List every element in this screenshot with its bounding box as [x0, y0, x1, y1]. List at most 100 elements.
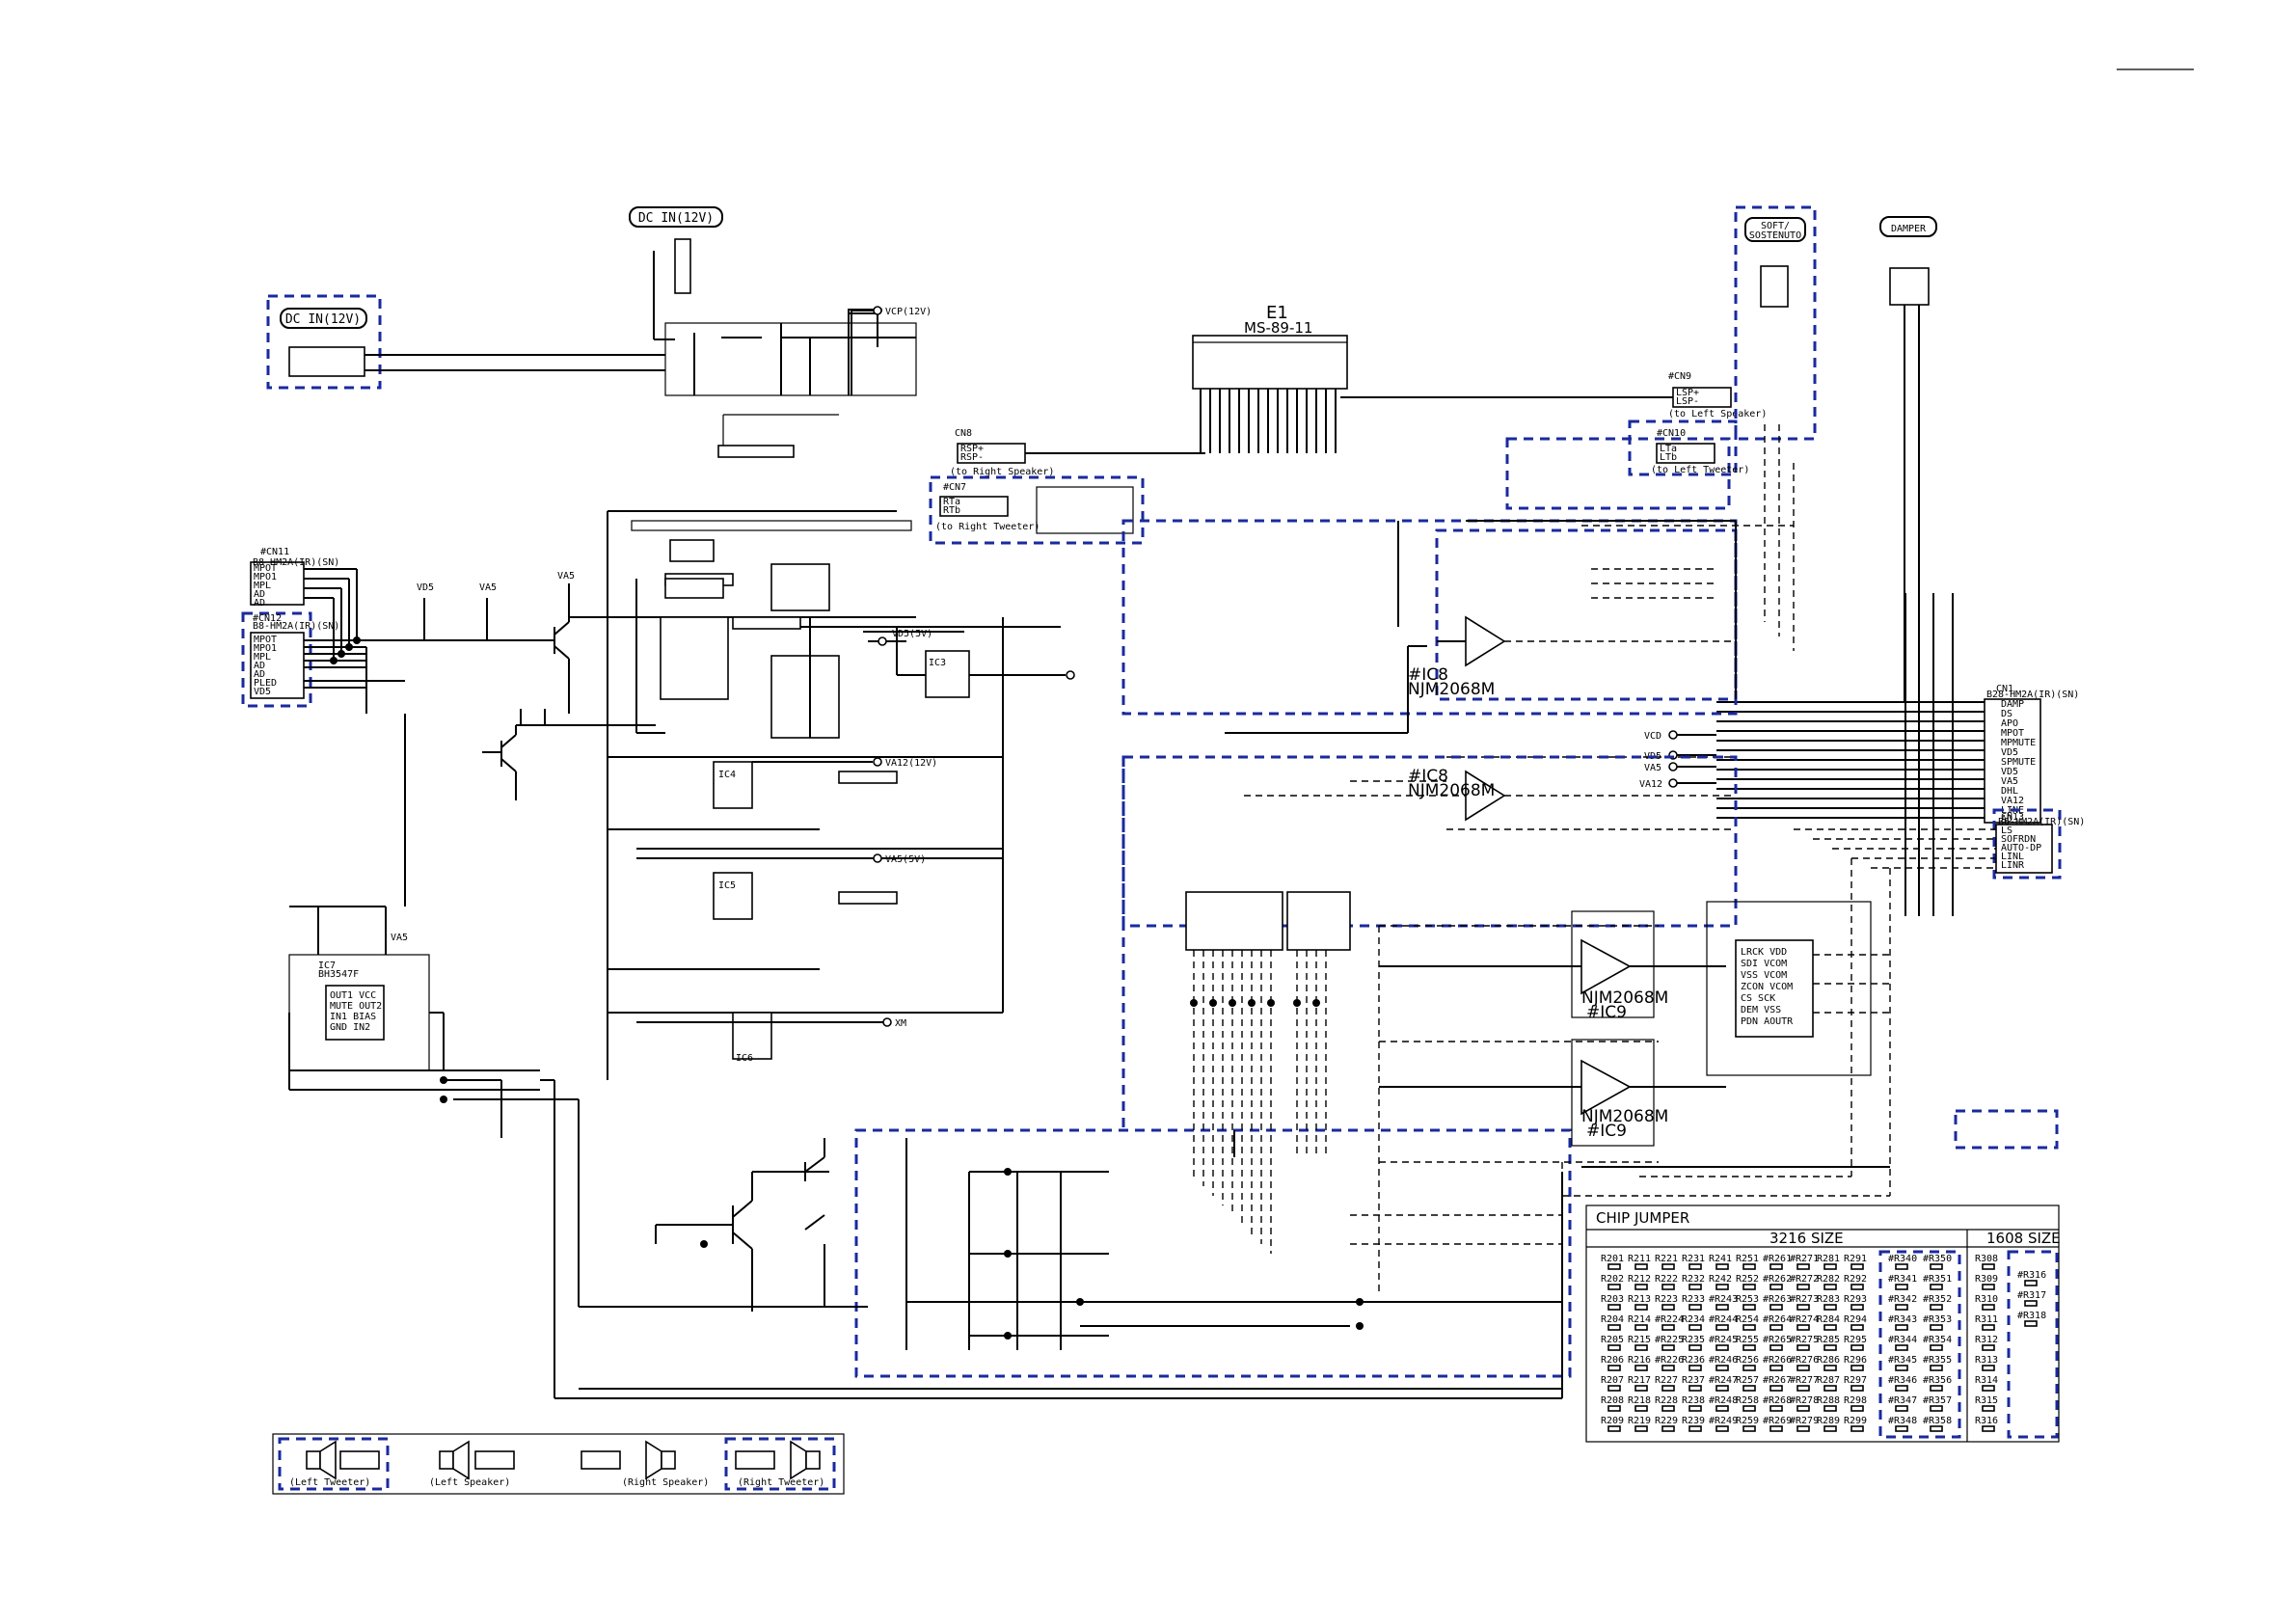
dc-in-top-label: DC IN(12V) [638, 211, 714, 226]
cn1-pin8: VD5 [2001, 767, 2018, 777]
ic1-pin-lines [1200, 389, 1337, 453]
jumper-3216-c9-5: R296 [1844, 1355, 1867, 1366]
jumper-cells: R201R202R203R204R205R206R207R208R209R211… [1601, 1254, 2046, 1432]
jumper-3216-c8-mark-4 [1823, 1344, 1837, 1351]
jumper-3216-c0-mark-3 [1607, 1324, 1621, 1331]
jumper-3216-c4-3: #R244 [1709, 1314, 1738, 1325]
jumper-3216-c1-3: R214 [1628, 1314, 1651, 1325]
jumper-1608-c0-mark-4 [1982, 1344, 1995, 1351]
ic7-amplifier: OUT1 VCC MUTE OUT2 IN1 BIAS GND IN2 BH35… [288, 714, 540, 1091]
cn12-pin3: MPL [254, 652, 271, 663]
jumper-3216-c0-8: R209 [1601, 1416, 1624, 1426]
ic4-ic5-ic6-blocks: IC4 VA12(12V) VA5(5V) IC5 IC6 XM [608, 617, 1004, 1064]
jumper-3216-c1-mark-3 [1634, 1324, 1648, 1331]
resistor-banks [1185, 891, 1351, 1254]
jumper-blue-c0-mark-7 [1895, 1405, 1908, 1412]
jumper-3216-c6-mark-5 [1769, 1365, 1783, 1371]
jumper-3216-c1-7: R218 [1628, 1395, 1651, 1406]
jumper-3216-c0-1: R202 [1601, 1274, 1624, 1285]
jumper-3216-c5-2: R253 [1736, 1294, 1759, 1305]
jumper-3216-c8-6: R287 [1817, 1375, 1840, 1386]
jumper-3216-c5-mark-5 [1742, 1365, 1756, 1371]
jumper-3216-c6-mark-3 [1769, 1324, 1783, 1331]
va12-net-label: VA12 [1639, 779, 1662, 790]
jumper-1608-c0-mark-3 [1982, 1324, 1995, 1331]
cn13-pin3: AUTO-DP [2001, 843, 2041, 853]
jumper-3216-c0-0: R201 [1601, 1254, 1624, 1264]
svg-text:IN1 BIAS: IN1 BIAS [330, 1012, 376, 1022]
ic2-regulator-block: IC3 VD5(5V) [607, 510, 1075, 1080]
cn12-pin4: AD [254, 661, 265, 671]
jumper-3216-c5-4: R255 [1736, 1335, 1759, 1345]
jumper-3216-c8-3: R284 [1817, 1314, 1840, 1325]
jumper-3216-c1-8: R219 [1628, 1416, 1651, 1426]
jumper-3216-c3-5: R236 [1682, 1355, 1705, 1366]
va5-label: VA5(5V) [885, 854, 926, 865]
jumper-1608-c0-5: R313 [1975, 1355, 1998, 1366]
cn7-to-right-tweeter: (to Right Tweeter) [935, 522, 1040, 532]
cn8-connector: RSP+ RSP- CN8 (to Right Speaker) [950, 428, 1205, 477]
cn1-pin7: SPMUTE [2001, 757, 2036, 768]
jumper-3216-c9-0: R291 [1844, 1254, 1867, 1264]
jumper-3216-c5-mark-7 [1742, 1405, 1756, 1412]
jumper-3216-c7-mark-5 [1796, 1365, 1810, 1371]
jumper-3216-c6-3: #R264 [1763, 1314, 1792, 1325]
jumper-1608-c0-6: R314 [1975, 1375, 1998, 1386]
jumper-3216-c5-mark-4 [1742, 1344, 1756, 1351]
jumper-3216-c7-mark-1 [1796, 1284, 1810, 1290]
jumper-3216-c9-1: R292 [1844, 1274, 1867, 1285]
jumper-3216-c8-mark-6 [1823, 1385, 1837, 1392]
jumper-3216-c5-mark-8 [1742, 1425, 1756, 1432]
damper-label: DAMPER [1891, 224, 1927, 234]
cn11-pin5: AD [254, 598, 265, 609]
cn9-pin1: LSP+ [1676, 388, 1699, 398]
jumper-blue-c0-mark-8 [1895, 1425, 1908, 1432]
jumper-3216-c2-7: R228 [1655, 1395, 1678, 1406]
ic8-dashed-traces [1225, 568, 1736, 830]
jumper-3216-c7-mark-0 [1796, 1263, 1810, 1270]
jumper-3216-c0-mark-8 [1607, 1425, 1621, 1432]
jumper-3216-c9-7: R298 [1844, 1395, 1867, 1406]
jumper-3216-c9-mark-0 [1850, 1263, 1864, 1270]
jumper-3216-c7-mark-3 [1796, 1324, 1810, 1331]
jumper-3216-c1-mark-0 [1634, 1263, 1648, 1270]
njm-mid-label: NJM2068M [1408, 781, 1495, 800]
cn13-title: CN13 [2001, 812, 2024, 823]
jumper-3216-c6-6: #R267 [1763, 1375, 1792, 1386]
svg-text:GND IN2: GND IN2 [330, 1022, 370, 1033]
va5-net-label: VA5 [1644, 763, 1661, 773]
jumper-3216-c6-4: #R265 [1763, 1335, 1792, 1345]
jumper-1608-c1-0: #R316 [2017, 1270, 2046, 1281]
svg-text:BH3547F: BH3547F [318, 969, 359, 980]
jumper-1608-c0-0: R308 [1975, 1254, 1998, 1264]
cn1-rail-labels: VCD VD5 VA5 VA12 [1639, 730, 1716, 790]
jumper-3216-c6-mark-8 [1769, 1425, 1783, 1432]
ic9-lower-opamp: NJM2068M #IC9 [1379, 1039, 1726, 1147]
cn12-connector: #CN12 B8-HM2A(IR)(SN) MPOT MPO1 MPL AD A… [250, 613, 339, 699]
damper-label-frame [1879, 216, 1937, 237]
jumper-blue-c1-mark-2 [1930, 1304, 1943, 1311]
jumper-3216-c2-mark-3 [1661, 1324, 1675, 1331]
cn12-pin5: AD [254, 669, 265, 680]
svg-text:MUTE OUT2: MUTE OUT2 [330, 1001, 382, 1012]
jumper-1608-c0-mark-1 [1982, 1284, 1995, 1290]
jumper-blue-c0-8: #R348 [1888, 1416, 1917, 1426]
jumper-3216-c9-mark-6 [1850, 1385, 1864, 1392]
ic9-dashed-traces [1350, 925, 1659, 1398]
dc-jack-j1 [674, 238, 691, 294]
jumper-3216-c4-mark-6 [1715, 1385, 1729, 1392]
jumper-3216-c7-2: #R273 [1790, 1294, 1819, 1305]
jumper-blue-c0-2: #R342 [1888, 1294, 1917, 1305]
jumper-blue-c0-1: #R341 [1888, 1274, 1917, 1285]
jumper-blue-c0-6: #R346 [1888, 1375, 1917, 1386]
jumper-3216-c8-1: R282 [1817, 1274, 1840, 1285]
ms89-label: MS-89-11 [1244, 319, 1312, 337]
svg-text:IC7: IC7 [318, 961, 336, 971]
jumper-blue-c1-0: #R350 [1923, 1254, 1952, 1264]
jumper-3216-c6-mark-4 [1769, 1344, 1783, 1351]
svg-text:OUT1 VCC: OUT1 VCC [330, 990, 376, 1001]
jumper-3216-c4-mark-4 [1715, 1344, 1729, 1351]
jumper-3216-c3-mark-0 [1688, 1263, 1702, 1270]
jumper-1608-c1-mark-1 [2024, 1300, 2038, 1307]
jumper-3216-c4-mark-0 [1715, 1263, 1729, 1270]
